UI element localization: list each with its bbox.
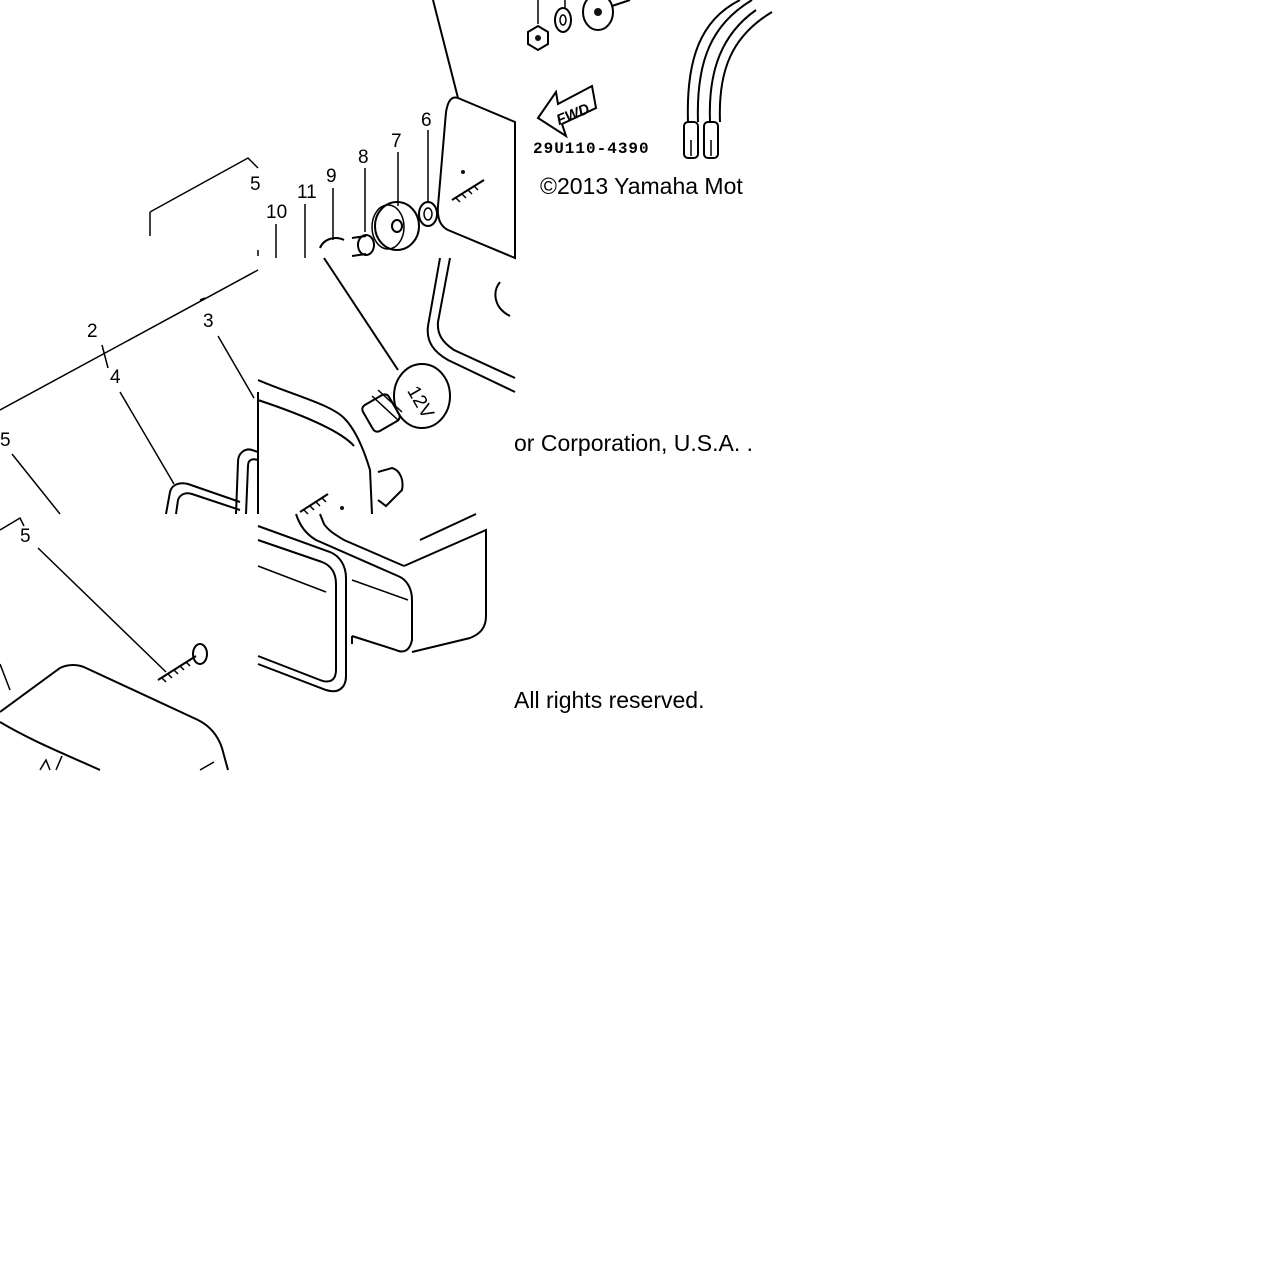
tail-lens-icon (0, 664, 229, 771)
bulb-marking-label: 12V (402, 383, 437, 423)
callout-5-left: 5 (0, 430, 11, 451)
wire-harness (683, 0, 773, 159)
lens-cover-icon (295, 513, 487, 653)
grommet-icon (582, 0, 614, 31)
gasket-icon (165, 448, 259, 515)
tile-bottom-left: 5 (0, 516, 229, 771)
part-code-label: 29U110-4390 (533, 140, 650, 158)
rubber-grommet-icon (371, 201, 420, 251)
tile-left-center: 2 4 3 5 (0, 269, 259, 515)
nut-icon (527, 24, 549, 52)
callout-4: 5 (20, 526, 31, 547)
tile-bottom-center (257, 513, 487, 693)
tile-top-center: 6 7 8 9 11 10 5 (149, 96, 516, 260)
callout-5-top: 5 (250, 174, 261, 195)
lens-rim-icon (257, 525, 347, 693)
washer-icon (418, 201, 438, 227)
tile-center: 12V or Corporation, U.S.A. . (257, 257, 753, 515)
callout-9: 9 (326, 166, 337, 187)
callout-7: 7 (391, 131, 402, 152)
copyright-text: ©2013 Yamaha Mot (540, 173, 743, 199)
tile-top-right: FWD 29U110-4390 ©2013 Yamaha Mot (432, 0, 773, 199)
washer-icon (554, 7, 572, 33)
rights-text: All rights reserved. (514, 687, 704, 713)
callout-1: 2 (87, 321, 98, 342)
callout-8: 8 (358, 147, 369, 168)
screw-icon (299, 493, 344, 515)
screw-icon (157, 643, 208, 683)
screw-icon (451, 170, 485, 203)
callout-3: 4 (110, 367, 121, 388)
callout-2: 3 (203, 311, 214, 332)
forward-label: FWD (554, 100, 592, 129)
forward-arrow-icon: FWD (536, 84, 598, 139)
callout-6: 6 (421, 110, 432, 131)
corporation-text: or Corporation, U.S.A. . (514, 430, 753, 456)
callout-10: 10 (266, 202, 287, 223)
callout-11: 11 (297, 182, 317, 203)
bulb-socket-icon (351, 234, 375, 257)
